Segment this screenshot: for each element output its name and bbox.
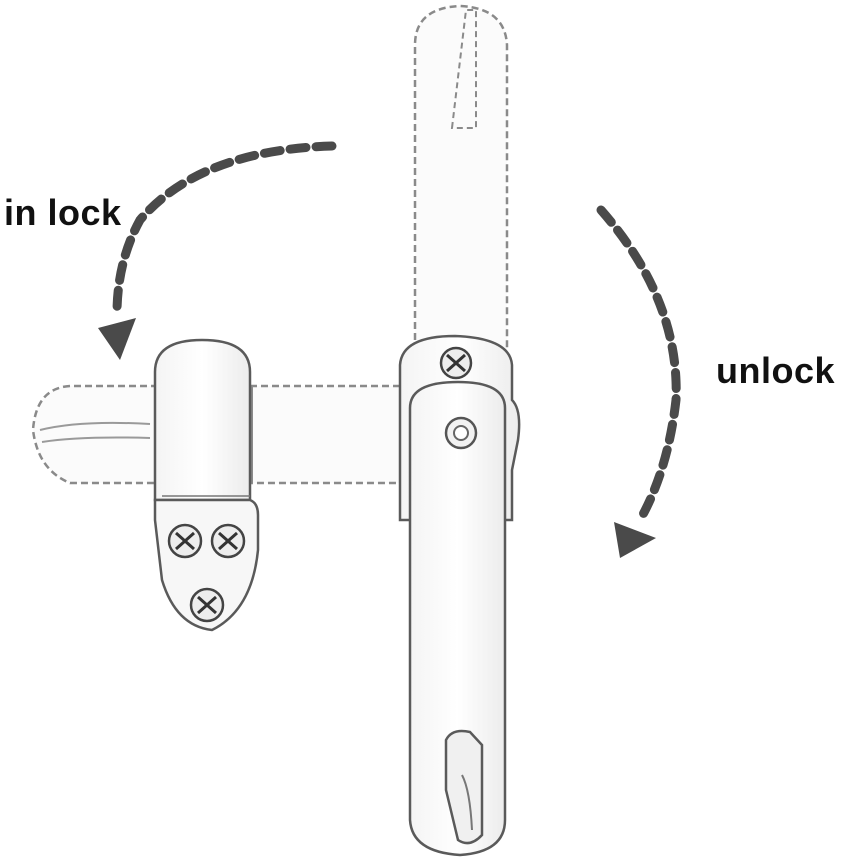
lever-arm [408,380,507,857]
strap-up-ghost [413,4,509,350]
unlock-direction-arrow-icon [596,205,681,558]
screw-icon [210,523,246,559]
lock-label: in lock [4,192,122,233]
keeper-bracket [153,338,260,632]
unlock-label: unlock [716,350,836,391]
screw-icon [439,346,473,380]
screw-icon [167,523,203,559]
screw-icon [189,587,225,623]
lock-direction-arrow-icon [98,141,337,360]
